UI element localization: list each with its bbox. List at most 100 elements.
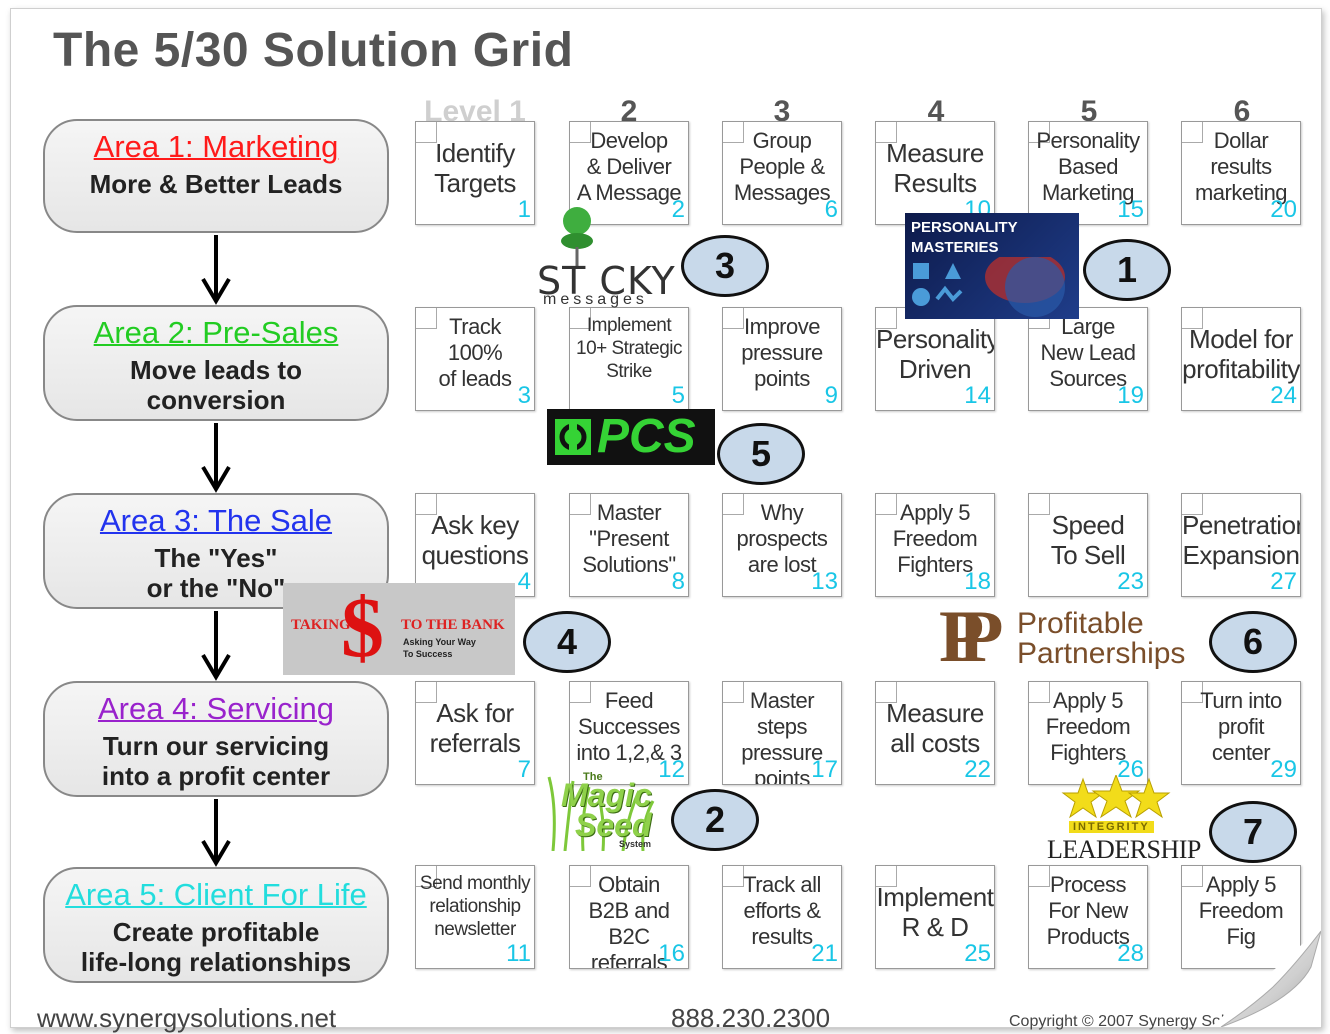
area-title: Area 5: Client For Life	[65, 877, 367, 912]
pcs-logo: PCS	[547, 409, 715, 465]
cell-number: 18	[964, 568, 991, 595]
phone-number: 888.230.2300	[671, 1003, 831, 1033]
cell-checkbox	[1182, 682, 1203, 703]
cell-label: Measure Results	[886, 138, 984, 198]
cell-label: Apply 5 Freedom Fig	[1198, 872, 1284, 949]
cell-checkbox	[416, 122, 437, 143]
number-badge: 6	[1209, 611, 1297, 673]
stars-icon	[1061, 775, 1171, 819]
logo-text: Magic	[561, 777, 652, 813]
cell-number: 13	[811, 568, 838, 595]
cell-number: 6	[824, 196, 838, 223]
area-the-sale: Area 3: The Sale The "Yes" or the "No"	[43, 493, 389, 609]
taking-to-the-bank-logo: TAKING $ TO THE BANK Asking Your Way To …	[283, 583, 515, 675]
copyright-text: Copyright © 2007 Synergy Solut	[1009, 1013, 1238, 1030]
cell-label: Why prospects are lost	[736, 500, 828, 577]
area-subtitle: Create profitable life-long relationship…	[80, 917, 352, 977]
cell-label: Dollar results marketing	[1194, 128, 1288, 205]
cell-number: 5	[671, 382, 685, 409]
brain-graphic-icon	[912, 257, 1065, 317]
cell-checkbox	[723, 308, 744, 329]
cell-number: 19	[1117, 382, 1144, 409]
number-badge: 7	[1209, 801, 1297, 863]
cell-checkbox	[1029, 494, 1050, 515]
pushpin-icon	[561, 207, 593, 267]
cell-checkbox	[876, 682, 897, 703]
refresh-icon	[555, 419, 591, 455]
cell-label: Measure all costs	[886, 698, 984, 758]
cell-checkbox	[1029, 122, 1050, 143]
area-title: Area 3: The Sale	[99, 503, 333, 538]
cell-label: Speed To Sell	[1050, 510, 1126, 570]
cell-number: 29	[1270, 756, 1297, 783]
cell-label: Model for profitability	[1182, 324, 1300, 384]
cell-checkbox	[723, 122, 744, 143]
area-subtitle: The "Yes" or the "No"	[146, 543, 286, 603]
page-curl-icon	[1211, 927, 1321, 1027]
personality-masteries-logo: PERSONALITY MASTERIES	[905, 213, 1079, 319]
cell-label: Master steps pressure points	[741, 688, 823, 785]
cell-label: Large New Lead Sources	[1040, 314, 1136, 391]
cell-checkbox	[1029, 866, 1050, 887]
cell-label: Track 100% of leads	[438, 314, 512, 391]
cell-checkbox	[416, 866, 437, 887]
cell-checkbox	[876, 308, 897, 329]
cell-label: Develop & Deliver A Message	[576, 128, 682, 205]
cell-checkbox	[1029, 682, 1050, 703]
level-header: 5	[1080, 95, 1098, 128]
sticky-logo-subtext: messages	[543, 291, 648, 308]
level-header: 3	[773, 95, 791, 128]
cell-checkbox	[570, 122, 591, 143]
cell-label: Implement R & D	[876, 882, 994, 942]
cell-checkbox	[416, 682, 437, 703]
website-link[interactable]: www.synergysolutions.net	[37, 1003, 337, 1033]
area-client-for-life: Area 5: Client For Life Create profitabl…	[43, 867, 389, 983]
sticky-messages-logo: ST CKY messages	[529, 205, 689, 308]
cell-number: 20	[1270, 196, 1297, 223]
cell-number: 23	[1117, 568, 1144, 595]
number-badge: 3	[681, 235, 769, 297]
area-pre-sales: Area 2: Pre-Sales Move leads to conversi…	[43, 305, 389, 421]
logo-text: PERSONALITY	[911, 219, 1018, 236]
number-badge: 5	[717, 423, 805, 485]
cell-number: 4	[517, 568, 531, 595]
cell-checkbox	[1182, 122, 1203, 143]
logo-text: To Success	[403, 649, 453, 659]
cell-label: Feed Successes into 1,2,& 3	[576, 688, 682, 765]
down-arrow-icon	[201, 235, 231, 305]
cell-label: Apply 5 Freedom Fighters	[892, 500, 978, 577]
area-subtitle: Turn our servicing into a profit center	[101, 731, 331, 791]
logo-text: MASTERIES	[911, 239, 999, 256]
area-title: Area 4: Servicing	[97, 691, 335, 726]
cell-label: Identify Targets	[434, 138, 516, 198]
number-badge: 1	[1083, 239, 1171, 301]
cell-label: Personality Driven	[876, 324, 995, 384]
cell-label: Ask for referrals	[429, 698, 521, 758]
cell-checkbox	[570, 308, 591, 329]
cell-number: 2	[671, 196, 685, 223]
cell-checkbox	[876, 122, 897, 143]
level-header: 2	[620, 95, 638, 128]
cell-number: 7	[517, 756, 531, 783]
cell-number: 1	[517, 196, 531, 223]
logo-text: Asking Your Way	[403, 637, 476, 647]
logo-text: The	[583, 771, 603, 783]
cell-checkbox	[723, 494, 744, 515]
